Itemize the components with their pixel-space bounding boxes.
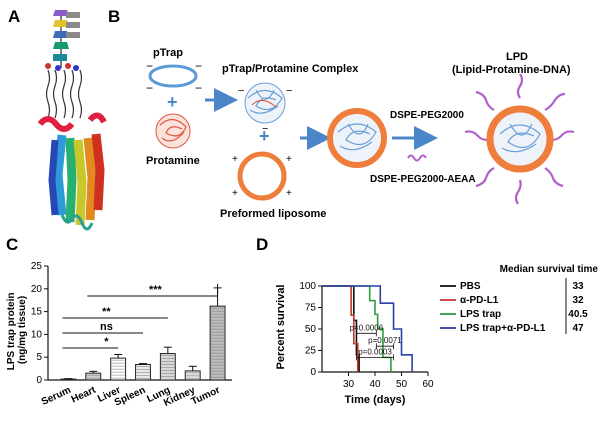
- c-xtick-label: Heart: [70, 384, 98, 405]
- c-ytick-label: 0: [36, 375, 42, 386]
- c-ytick-label: 10: [31, 329, 43, 340]
- plus-sign: +: [286, 188, 292, 199]
- plus-sign: +: [286, 154, 292, 165]
- legend-median: 33: [572, 281, 584, 292]
- d-comparisons: p=0.0006 p=0.0071 p=0.0003: [350, 323, 402, 361]
- peg-label: DSPE-PEG2000: [390, 110, 464, 121]
- d-ytick-label: 50: [305, 324, 317, 335]
- d-xtick-label: 60: [422, 379, 434, 390]
- legend-label: PBS: [460, 281, 481, 292]
- d-xtick-label: 40: [369, 379, 381, 390]
- panel-b-letter: B: [108, 7, 120, 26]
- legend-median: 32: [572, 295, 584, 306]
- c-ytick-label: 15: [31, 307, 43, 318]
- ptrap-label: pTrap: [153, 47, 183, 59]
- c-y-ticks: 0 5 10 15 20 25: [31, 261, 48, 386]
- protein-structure-icon: [37, 112, 107, 231]
- c-xtick-label: Tumor: [190, 385, 222, 408]
- c-xtick-label: Serum: [40, 385, 73, 408]
- liposome-label: Preformed liposome: [220, 208, 326, 220]
- ptrap-ring-icon: [148, 64, 198, 88]
- c-ytick-label: 5: [36, 352, 42, 363]
- panel-a: A: [8, 7, 107, 231]
- significance-label: **: [102, 306, 111, 318]
- minus-sign: −: [238, 85, 244, 97]
- plus-sign: +: [259, 126, 270, 146]
- c-ytick-label: 20: [31, 284, 43, 295]
- legend-median: 40.5: [568, 309, 588, 320]
- significance-label: ns: [100, 321, 113, 333]
- legend-median: 47: [572, 323, 584, 334]
- panel-d: D Percent survival 0 25 50 75 100 30 40 50 60 p…: [256, 235, 598, 406]
- panel-c: C LPS trap protein (ng/mg tissue) 0 5 10 15…: [6, 235, 232, 409]
- d-ytick-label: 75: [305, 303, 317, 314]
- c-significance: *ns*****: [62, 283, 219, 349]
- minus-sign: −: [146, 81, 153, 95]
- protamine-label: Protamine: [146, 155, 200, 167]
- liposome-ring-icon: [237, 151, 287, 201]
- significance-label: *: [104, 336, 109, 348]
- c-y-axis-label: LPS trap protein (ng/mg tissue): [6, 290, 28, 371]
- minus-sign: −: [262, 123, 268, 135]
- lpd-subtitle: (Lipid-Protamine-DNA): [452, 64, 571, 76]
- bar-lung: [159, 353, 176, 381]
- d-xtick-label: 30: [343, 379, 355, 390]
- panel-b: B pTrap − − − − + Protamine pTrap/Protam…: [108, 7, 575, 220]
- plus-sign: +: [232, 154, 238, 165]
- panel-d-letter: D: [256, 235, 268, 254]
- peg-chain-icon: [407, 154, 427, 162]
- d-xtick-label: 50: [396, 379, 408, 390]
- minus-sign: −: [146, 59, 153, 73]
- peg-aeaa-label: DSPE-PEG2000-AEAA: [370, 174, 476, 185]
- legend-label: α-PD-L1: [460, 295, 499, 306]
- minus-sign: −: [286, 85, 292, 97]
- minus-sign: −: [195, 81, 202, 95]
- legend-title: Median survival time: [500, 264, 599, 275]
- survival-curve: [322, 285, 413, 372]
- protamine-coil-icon: [159, 118, 187, 142]
- minus-sign: −: [195, 59, 202, 73]
- panel-a-letter: A: [8, 7, 20, 26]
- c-ytick-label: 25: [31, 261, 43, 272]
- d-ytick-label: 25: [305, 346, 317, 357]
- plus-sign: +: [232, 188, 238, 199]
- lpd-particle-icon: [464, 73, 575, 205]
- complex-label: pTrap/Protamine Complex: [222, 63, 359, 75]
- panel-c-letter: C: [6, 235, 18, 254]
- d-x-ticks: 30 40 50 60: [343, 372, 434, 390]
- legend-label: LPS trap+α-PD-L1: [460, 323, 546, 334]
- lipid-chains-icon: [45, 69, 83, 119]
- significance-label: ***: [149, 284, 163, 296]
- comparison-label: p=0.0071: [368, 336, 402, 345]
- comparison-label: p=0.0003: [358, 347, 392, 356]
- bar-serum: [60, 378, 77, 381]
- comparison-label: p=0.0006: [350, 323, 384, 332]
- d-ytick-label: 100: [299, 281, 316, 292]
- coated-particle-icon: [327, 108, 387, 168]
- glycan-tree-icon: [45, 10, 80, 71]
- bar-heart: [85, 372, 102, 381]
- d-y-axis-label: Percent survival: [275, 285, 287, 370]
- lpd-title: LPD: [506, 51, 528, 63]
- c-bars: [60, 287, 226, 381]
- d-ytick-label: 0: [310, 367, 316, 378]
- plus-sign: +: [167, 92, 178, 112]
- d-x-axis-label: Time (days): [345, 394, 406, 406]
- legend-label: LPS trap: [460, 309, 501, 320]
- d-y-ticks: 0 25 50 75 100: [299, 281, 322, 378]
